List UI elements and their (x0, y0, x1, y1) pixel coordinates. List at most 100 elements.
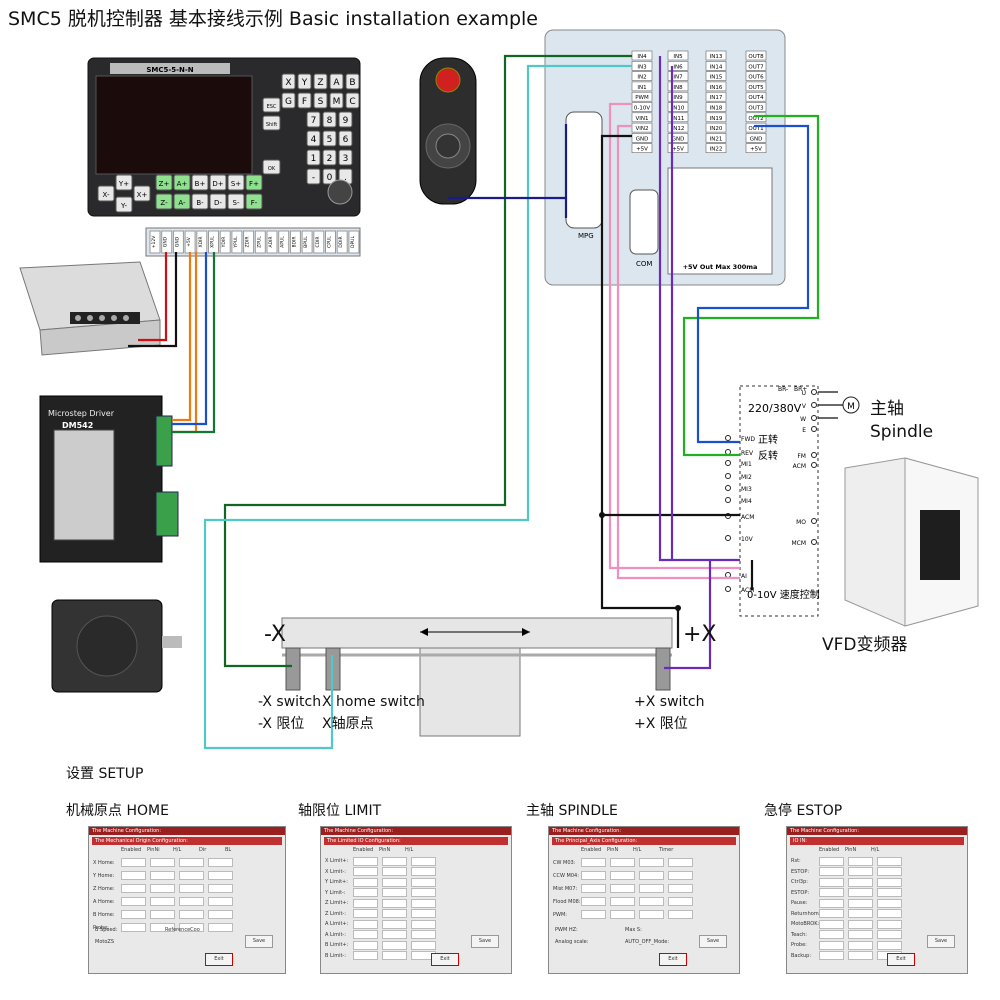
config-field[interactable] (877, 898, 902, 908)
config-field[interactable] (179, 897, 204, 906)
jog-key[interactable] (191, 174, 209, 191)
config-field[interactable] (610, 910, 635, 919)
exit-button[interactable]: Exit (887, 953, 915, 966)
controller-key[interactable] (345, 73, 360, 90)
config-field[interactable] (668, 910, 693, 919)
jog-key[interactable] (209, 193, 227, 210)
config-field[interactable] (877, 856, 902, 866)
config-field[interactable] (639, 858, 664, 867)
config-field[interactable] (819, 930, 844, 940)
controller-key[interactable] (306, 111, 321, 128)
jog-key[interactable] (227, 193, 245, 210)
config-field[interactable] (581, 884, 606, 893)
save-button[interactable]: Save (245, 935, 273, 948)
config-field[interactable] (819, 951, 844, 961)
config-field[interactable] (208, 897, 233, 906)
jog-key[interactable] (191, 193, 209, 210)
config-field[interactable] (411, 930, 436, 940)
config-field[interactable] (848, 909, 873, 919)
config-field[interactable] (610, 858, 635, 867)
config-field[interactable] (121, 871, 146, 880)
config-field[interactable] (610, 897, 635, 906)
config-field[interactable] (819, 909, 844, 919)
config-field[interactable] (121, 858, 146, 867)
config-field[interactable] (819, 940, 844, 950)
config-field[interactable] (150, 884, 175, 893)
config-field[interactable] (819, 877, 844, 887)
controller-key[interactable] (313, 73, 328, 90)
config-field[interactable] (121, 897, 146, 906)
config-field[interactable] (208, 871, 233, 880)
config-field[interactable] (610, 884, 635, 893)
config-field[interactable] (179, 871, 204, 880)
config-field[interactable] (819, 856, 844, 866)
jog-key[interactable] (133, 185, 151, 202)
config-field[interactable] (668, 858, 693, 867)
controller-key[interactable] (338, 149, 353, 166)
config-field[interactable] (848, 930, 873, 940)
config-field[interactable] (581, 858, 606, 867)
config-field[interactable] (610, 871, 635, 880)
config-field[interactable] (848, 919, 873, 929)
config-field[interactable] (353, 909, 378, 919)
config-field[interactable] (848, 940, 873, 950)
config-field[interactable] (877, 867, 902, 877)
config-field[interactable] (208, 858, 233, 867)
config-field[interactable] (382, 898, 407, 908)
jog-key[interactable] (245, 193, 263, 210)
config-field[interactable] (208, 884, 233, 893)
controller-key[interactable] (322, 168, 337, 185)
save-button[interactable]: Save (699, 935, 727, 948)
config-field[interactable] (639, 897, 664, 906)
jog-key[interactable] (245, 174, 263, 191)
jog-key[interactable] (155, 174, 173, 191)
config-field[interactable] (382, 930, 407, 940)
jog-key[interactable] (155, 193, 173, 210)
config-field[interactable] (639, 910, 664, 919)
controller-key[interactable] (338, 130, 353, 147)
config-field[interactable] (848, 951, 873, 961)
config-field[interactable] (639, 871, 664, 880)
config-field[interactable] (819, 919, 844, 929)
config-field[interactable] (353, 888, 378, 898)
jog-key[interactable] (115, 196, 133, 213)
save-button[interactable]: Save (927, 935, 955, 948)
config-field[interactable] (150, 871, 175, 880)
controller-side-key[interactable] (262, 115, 281, 131)
controller-key[interactable] (297, 73, 312, 90)
config-field[interactable] (411, 856, 436, 866)
controller-key[interactable] (306, 168, 321, 185)
exit-button[interactable]: Exit (659, 953, 687, 966)
config-field[interactable] (179, 858, 204, 867)
config-field[interactable] (150, 858, 175, 867)
config-field[interactable] (353, 898, 378, 908)
config-field[interactable] (353, 940, 378, 950)
config-field[interactable] (353, 919, 378, 929)
controller-key[interactable] (322, 130, 337, 147)
controller-key[interactable] (281, 92, 296, 109)
save-button[interactable]: Save (471, 935, 499, 948)
config-field[interactable] (382, 909, 407, 919)
config-field[interactable] (848, 856, 873, 866)
config-field[interactable] (668, 871, 693, 880)
jog-key[interactable] (173, 174, 191, 191)
controller-key[interactable] (329, 73, 344, 90)
jog-key[interactable] (227, 174, 245, 191)
config-field[interactable] (819, 888, 844, 898)
config-field[interactable] (581, 871, 606, 880)
config-field[interactable] (411, 909, 436, 919)
config-field[interactable] (150, 923, 175, 932)
config-field[interactable] (208, 910, 233, 919)
controller-key[interactable] (345, 92, 360, 109)
exit-button[interactable]: Exit (205, 953, 233, 966)
config-field[interactable] (411, 877, 436, 887)
config-field[interactable] (877, 877, 902, 887)
config-field[interactable] (121, 884, 146, 893)
config-field[interactable] (353, 867, 378, 877)
controller-side-key[interactable] (262, 159, 281, 175)
config-field[interactable] (382, 867, 407, 877)
config-field[interactable] (208, 923, 233, 932)
config-field[interactable] (179, 910, 204, 919)
config-field[interactable] (353, 951, 378, 961)
config-field[interactable] (668, 897, 693, 906)
